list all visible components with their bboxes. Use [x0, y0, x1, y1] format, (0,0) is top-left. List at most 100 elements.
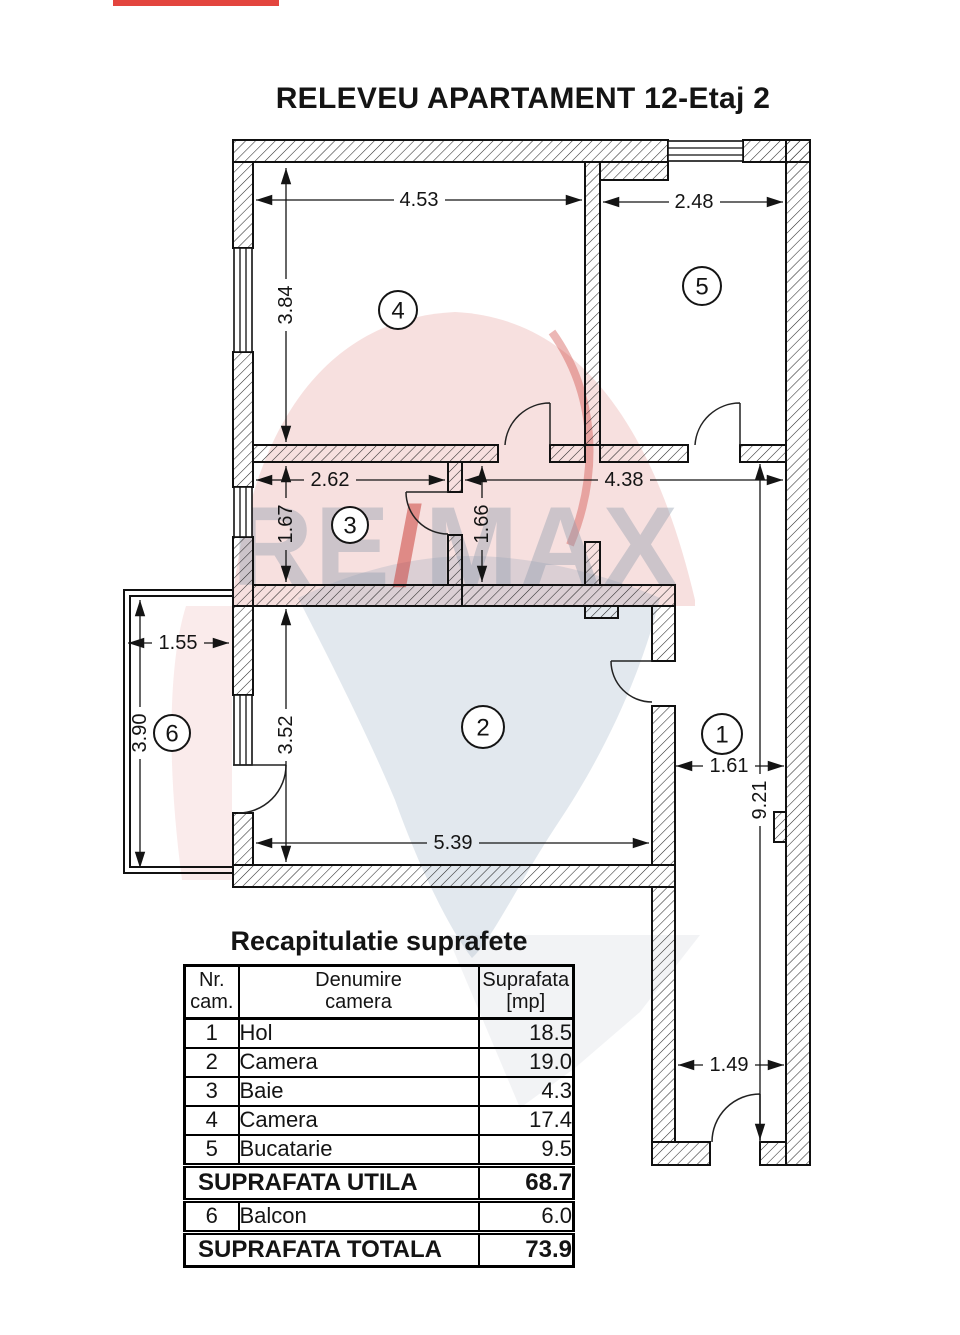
wall-segment: [651, 605, 676, 662]
svg-text:1.55: 1.55: [159, 632, 198, 654]
svg-text:4: 4: [391, 298, 404, 325]
window-bathroom: [233, 486, 253, 538]
cell-nr: 1: [184, 1018, 240, 1049]
wall-segment: [739, 444, 787, 463]
header-suprafata: Suprafata[mp]: [478, 965, 574, 1020]
wall-segment: [447, 534, 463, 586]
remax-balloon-left-lobe: [171, 606, 232, 880]
cell-name: Hol: [238, 1018, 480, 1049]
room5-door: [694, 402, 741, 446]
dimension-hol-width: 1.61: [676, 755, 784, 777]
svg-text:2.48: 2.48: [675, 191, 714, 213]
wall-segment: [599, 161, 669, 181]
cell-name: Camera: [238, 1047, 480, 1078]
room-marker-4: 4: [378, 290, 418, 330]
wall-segment: [584, 605, 619, 619]
total-label: SUPRAFATA TOTALA: [184, 1229, 480, 1268]
cell-name: Camera: [238, 1105, 480, 1136]
wall-segment: [232, 605, 254, 696]
total-value: 73.9: [478, 1229, 574, 1268]
total-row: SUPRAFATA TOTALA 73.9: [184, 1229, 574, 1268]
svg-text:5: 5: [695, 274, 708, 301]
table-row-balcony: 6 Balcon 6.0: [184, 1200, 574, 1234]
svg-text:1.67: 1.67: [275, 505, 297, 544]
wall-segment: [232, 812, 254, 866]
window-room2: [233, 694, 253, 766]
table-row: 2 Camera 19.0: [184, 1047, 574, 1078]
svg-text:1.61: 1.61: [710, 755, 749, 777]
room-marker-1: 1: [701, 713, 743, 755]
cell-nr: 6: [184, 1200, 240, 1234]
wall-segment: [651, 1141, 711, 1166]
dimensions-layer: 4.53 2.48 3.84 2.62 4.38 1.67: [128, 168, 784, 1140]
room-marker-6: 6: [153, 714, 191, 752]
dimension-room5-width: 2.48: [603, 191, 783, 213]
cell-nr: 4: [184, 1105, 240, 1136]
wall-segment: [252, 584, 463, 607]
room-marker-2: 2: [461, 705, 505, 749]
wall-segment: [785, 139, 811, 1166]
dimension-room2-width: 5.39: [256, 832, 649, 854]
remax-balloon-bottom: [298, 556, 660, 958]
cell-area: 9.5: [478, 1134, 574, 1167]
svg-text:1: 1: [715, 722, 728, 749]
room4-door: [504, 402, 551, 446]
dimension-room2-height: 3.52: [275, 609, 297, 862]
svg-text:3.84: 3.84: [275, 286, 297, 325]
svg-text:1.66: 1.66: [471, 505, 493, 544]
svg-text:6: 6: [165, 721, 178, 748]
area-summary: Recapitulatie suprafete Nr.cam. Denumire…: [183, 926, 575, 1268]
entrance-door: [711, 1093, 761, 1143]
wall-segment: [232, 536, 254, 607]
header-nr-cam: Nr.cam.: [184, 965, 240, 1020]
wall-segment: [232, 351, 254, 488]
wall-segment: [651, 886, 676, 1143]
top-accent-bar: [113, 0, 279, 6]
subtotal-row: SUPRAFATA UTILA 68.7: [184, 1162, 574, 1203]
wall-segment: [549, 444, 586, 463]
svg-text:4.53: 4.53: [400, 189, 439, 211]
cell-area: 18.5: [478, 1018, 574, 1049]
cell-area: 17.4: [478, 1105, 574, 1136]
table-row: 1 Hol 18.5: [184, 1018, 574, 1049]
dimension-hall-top-height: 1.66: [471, 466, 493, 582]
cell-area: 6.0: [478, 1200, 574, 1234]
svg-text:9.21: 9.21: [749, 781, 771, 820]
cell-nr: 3: [184, 1076, 240, 1107]
wall-segment: [461, 584, 676, 607]
window-room4: [233, 247, 253, 353]
room2-door: [610, 660, 653, 703]
room-marker-3: 3: [331, 506, 369, 544]
dimension-balcony-height: 3.90: [129, 600, 151, 868]
svg-text:3.90: 3.90: [129, 714, 151, 753]
dimension-hol-lower-width: 1.49: [678, 1054, 784, 1076]
wall-segment: [232, 139, 669, 163]
room-markers-layer: 1 2 3 4 5 6: [153, 266, 743, 755]
wall-segment: [232, 161, 254, 249]
wall-segment: [584, 541, 601, 586]
balcony-door: [233, 764, 287, 814]
cell-name: Baie: [238, 1076, 480, 1107]
svg-text:3: 3: [343, 513, 356, 540]
dimension-hall-top-width: 4.38: [465, 469, 783, 491]
cell-area: 19.0: [478, 1047, 574, 1078]
svg-text:3.52: 3.52: [275, 716, 297, 755]
room-marker-5: 5: [682, 266, 722, 306]
plan-title: RELEVEU APARTAMENT 12-Etaj 2: [275, 82, 771, 115]
window-kitchen: [667, 140, 744, 162]
dimension-hol-length: 9.21: [749, 464, 771, 1140]
cell-nr: 5: [184, 1134, 240, 1167]
table-title: Recapitulatie suprafete: [230, 926, 528, 956]
dimension-room3-height: 1.67: [275, 466, 297, 582]
wall-segment: [759, 1141, 787, 1166]
svg-text:1.49: 1.49: [710, 1054, 749, 1076]
svg-text:2: 2: [476, 715, 489, 742]
wall-segment: [447, 461, 463, 493]
dimension-room4-height: 3.84: [275, 168, 297, 442]
cell-name: Bucatarie: [238, 1134, 480, 1167]
subtotal-label: SUPRAFATA UTILA: [184, 1162, 480, 1203]
